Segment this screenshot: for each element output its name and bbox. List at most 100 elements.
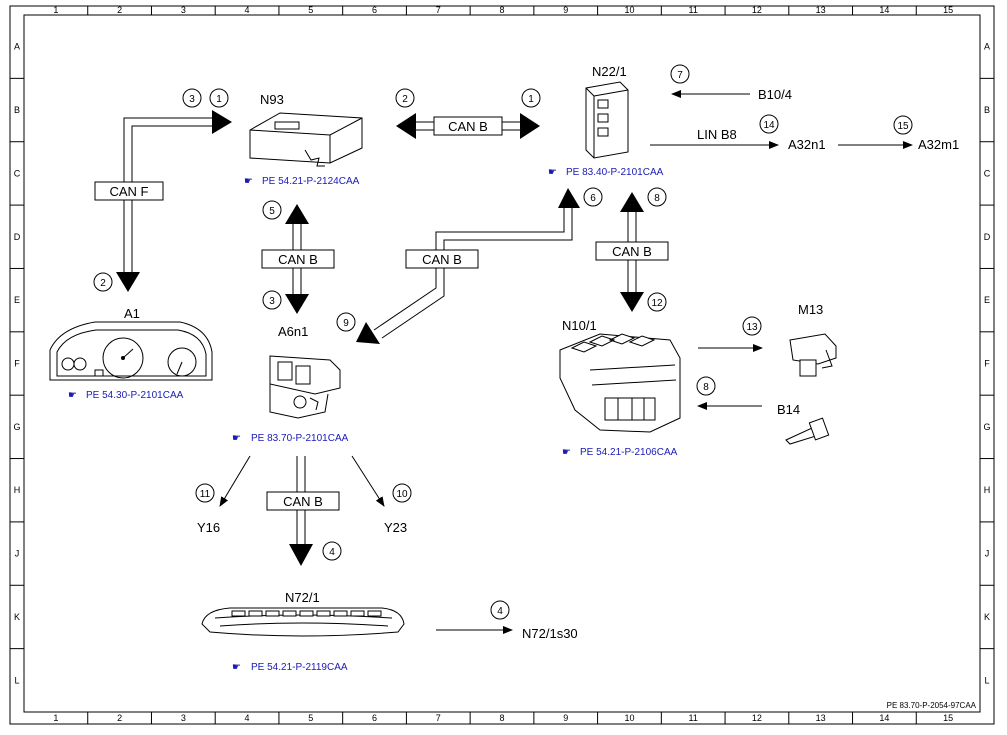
can-b-top-connection bbox=[396, 113, 540, 139]
numbered-markers: 3 1 2 1 7 14 15 2 5 3 6 8 9 12 13 8 11 1… bbox=[93, 64, 913, 620]
grid-row-label: K bbox=[14, 612, 20, 622]
hand-pointer-icon: ☛ bbox=[68, 390, 77, 401]
grid-column-label: 9 bbox=[563, 5, 568, 15]
grid-column-label: 4 bbox=[245, 713, 250, 723]
can-b-top-label: CAN B bbox=[448, 119, 488, 134]
grid-column-label: 11 bbox=[689, 5, 698, 15]
marker-number: 14 bbox=[763, 120, 775, 131]
marker-circle: 11 bbox=[195, 483, 215, 503]
ref-link-n10-1[interactable]: ☛ PE 54.21-P-2106CAA bbox=[562, 447, 678, 458]
arrow-y23 bbox=[351, 455, 385, 507]
grid-column-label: 8 bbox=[499, 713, 504, 723]
marker-circle: 8 bbox=[696, 376, 716, 396]
label-y16: Y16 bbox=[197, 520, 220, 535]
can-b-a6-label-box: CAN B bbox=[266, 491, 340, 511]
hand-pointer-icon: ☛ bbox=[244, 176, 253, 187]
ref-link-n93[interactable]: ☛ PE 54.21-P-2124CAA bbox=[244, 176, 360, 187]
marker-number: 9 bbox=[343, 318, 349, 329]
grid-column-label: 15 bbox=[943, 713, 953, 723]
grid-column-label: 10 bbox=[624, 713, 634, 723]
n72-1-control-panel-icon bbox=[201, 607, 405, 637]
ref-n72-1[interactable]: PE 54.21-P-2119CAA bbox=[251, 662, 348, 673]
ref-link-a6n1[interactable]: ☛ PE 83.70-P-2101CAA bbox=[232, 433, 349, 444]
grid-row-label: B bbox=[984, 105, 990, 115]
can-b-top-label-box: CAN B bbox=[433, 116, 503, 136]
label-a32n1: A32n1 bbox=[788, 137, 826, 152]
label-n93: N93 bbox=[260, 92, 284, 107]
marker-circle: 9 bbox=[336, 312, 356, 332]
n10-1-fuse-box-icon bbox=[559, 333, 681, 433]
outer-frame bbox=[9, 5, 995, 725]
marker-number: 4 bbox=[329, 547, 335, 558]
marker-number: 2 bbox=[402, 94, 408, 105]
grid-labels: 1122334455667788991010111112121313141415… bbox=[13, 5, 990, 723]
hand-pointer-icon: ☛ bbox=[232, 662, 241, 673]
label-n22-1: N22/1 bbox=[592, 64, 627, 79]
grid-column-label: 6 bbox=[372, 5, 377, 15]
label-m13: M13 bbox=[798, 302, 823, 317]
n22-1-module-icon bbox=[585, 81, 629, 159]
marker-circle: 6 bbox=[583, 187, 603, 207]
grid-row-label: D bbox=[14, 232, 21, 242]
marker-number: 7 bbox=[677, 70, 683, 81]
hand-pointer-icon: ☛ bbox=[562, 447, 571, 458]
marker-circle: 5 bbox=[262, 200, 282, 220]
ref-link-n72-1[interactable]: ☛ PE 54.21-P-2119CAA bbox=[232, 662, 348, 673]
marker-circle: 14 bbox=[759, 114, 779, 134]
marker-number: 3 bbox=[189, 94, 195, 105]
ref-link-a1[interactable]: ☛ PE 54.30-P-2101CAA bbox=[68, 390, 184, 401]
marker-number: 3 bbox=[269, 296, 275, 307]
marker-circle: 3 bbox=[182, 88, 202, 108]
can-b-a6n1-n72-connection bbox=[289, 456, 313, 566]
can-b-n93-label: CAN B bbox=[278, 252, 318, 267]
marker-circle: 4 bbox=[490, 600, 510, 620]
grid-column-label: 11 bbox=[689, 713, 698, 723]
grid-column-label: 9 bbox=[563, 713, 568, 723]
label-a32m1: A32m1 bbox=[918, 137, 959, 152]
grid-column-label: 5 bbox=[308, 713, 313, 723]
hand-pointer-icon: ☛ bbox=[548, 167, 557, 178]
marker-circle: 1 bbox=[521, 88, 541, 108]
ref-link-n22-1[interactable]: ☛ PE 83.40-P-2101CAA bbox=[548, 167, 664, 178]
ref-n10-1[interactable]: PE 54.21-P-2106CAA bbox=[580, 447, 678, 458]
can-b-a6-label: CAN B bbox=[283, 494, 323, 509]
grid-row-label: D bbox=[984, 232, 991, 242]
marker-number: 10 bbox=[396, 489, 408, 500]
can-b-diag-label: CAN B bbox=[422, 252, 462, 267]
marker-circle: 8 bbox=[647, 187, 667, 207]
grid-column-label: 3 bbox=[181, 713, 186, 723]
marker-circle: 1 bbox=[209, 88, 229, 108]
can-b-diagonal-connection bbox=[356, 188, 580, 344]
ref-n22-1[interactable]: PE 83.40-P-2101CAA bbox=[566, 167, 664, 178]
grid-column-label: 10 bbox=[624, 5, 634, 15]
ref-a6n1[interactable]: PE 83.70-P-2101CAA bbox=[251, 433, 349, 444]
grid-column-label: 6 bbox=[372, 713, 377, 723]
ref-a1[interactable]: PE 54.30-P-2101CAA bbox=[86, 390, 184, 401]
can-b-n22-label-box: CAN B bbox=[595, 241, 669, 261]
marker-number: 6 bbox=[590, 193, 596, 204]
marker-number: 15 bbox=[897, 121, 909, 132]
marker-circle: 10 bbox=[392, 483, 412, 503]
marker-number: 11 bbox=[200, 489, 211, 500]
marker-circle: 3 bbox=[262, 290, 282, 310]
marker-circle: 15 bbox=[893, 115, 913, 135]
grid-row-label: G bbox=[13, 422, 20, 432]
marker-number: 1 bbox=[216, 94, 222, 105]
grid-row-label: A bbox=[984, 42, 990, 52]
label-y23: Y23 bbox=[384, 520, 407, 535]
marker-number: 8 bbox=[703, 382, 709, 393]
marker-number: 8 bbox=[654, 193, 660, 204]
inner-frame bbox=[23, 14, 981, 713]
n93-module-icon bbox=[249, 112, 363, 167]
label-n72-1s30: N72/1s30 bbox=[522, 626, 578, 641]
a1-instrument-cluster-icon bbox=[49, 321, 213, 381]
grid-column-label: 7 bbox=[436, 713, 441, 723]
marker-circle: 2 bbox=[395, 88, 415, 108]
marker-number: 2 bbox=[100, 278, 106, 289]
ref-n93[interactable]: PE 54.21-P-2124CAA bbox=[262, 176, 360, 187]
grid-row-label: L bbox=[14, 675, 19, 685]
grid-column-label: 4 bbox=[245, 5, 250, 15]
can-b-n22-label: CAN B bbox=[612, 244, 652, 259]
grid-column-label: 13 bbox=[816, 713, 826, 723]
arrow-y16 bbox=[219, 455, 251, 507]
